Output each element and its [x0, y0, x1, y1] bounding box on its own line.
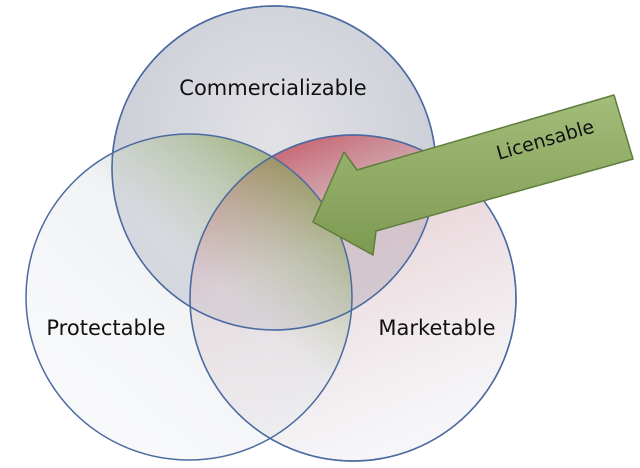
commercializable-label: Commercializable: [179, 76, 366, 100]
protectable-circle: [25, 133, 353, 461]
marketable-outline: [189, 134, 517, 462]
marketable-label: Marketable: [378, 316, 495, 340]
protectable-label: Protectable: [46, 316, 165, 340]
licensable-arrow: [312, 94, 634, 256]
